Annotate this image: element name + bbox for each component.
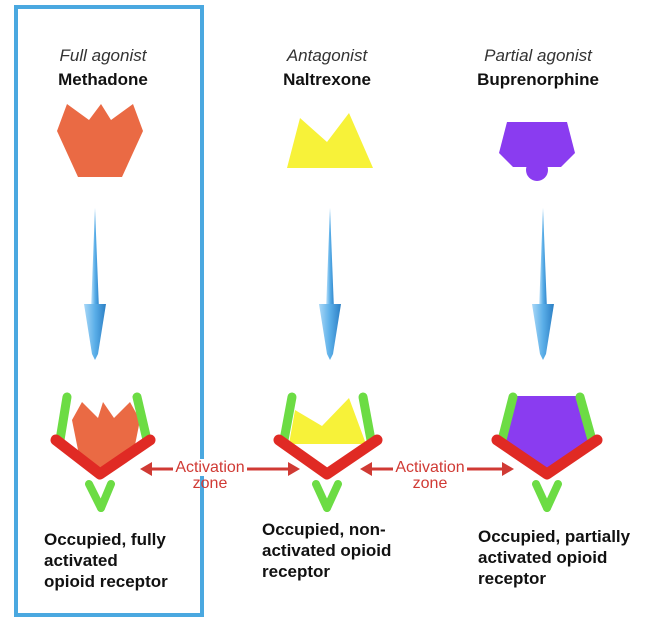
caption-antagonist: Occupied, non- activated opioid receptor (262, 520, 392, 581)
buprenorphine-molecule-shape (499, 122, 575, 181)
type-label-full-agonist: Full agonist (59, 46, 147, 65)
highlight-frame (14, 5, 204, 617)
methadone-molecule-shape (57, 104, 143, 177)
naltrexone-bound-shape (289, 398, 366, 444)
arrow-down-icon (84, 208, 106, 360)
drug-name-buprenorphine: Buprenorphine (477, 70, 599, 89)
activation-zone-label-right: Activation zone (393, 459, 467, 492)
caption-partial-agonist: Occupied, partially activated opioid rec… (478, 527, 631, 588)
type-label-partial-agonist: Partial agonist (484, 46, 592, 65)
buprenorphine-bound-shape (504, 396, 590, 474)
arrow-down-icon (532, 208, 554, 360)
receptor-partial-agonist (491, 392, 603, 512)
receptor-antagonist (273, 392, 383, 512)
arrow-down-icon (319, 208, 341, 360)
drug-name-methadone: Methadone (58, 70, 148, 89)
naltrexone-molecule-shape (287, 113, 373, 168)
caption-full-agonist: Occupied, fully activated opioid recepto… (44, 530, 168, 591)
drug-name-naltrexone: Naltrexone (283, 70, 371, 89)
receptor-full-agonist (50, 392, 156, 512)
activation-zone-label-left: Activation zone (173, 459, 247, 492)
type-label-antagonist: Antagonist (286, 46, 368, 65)
